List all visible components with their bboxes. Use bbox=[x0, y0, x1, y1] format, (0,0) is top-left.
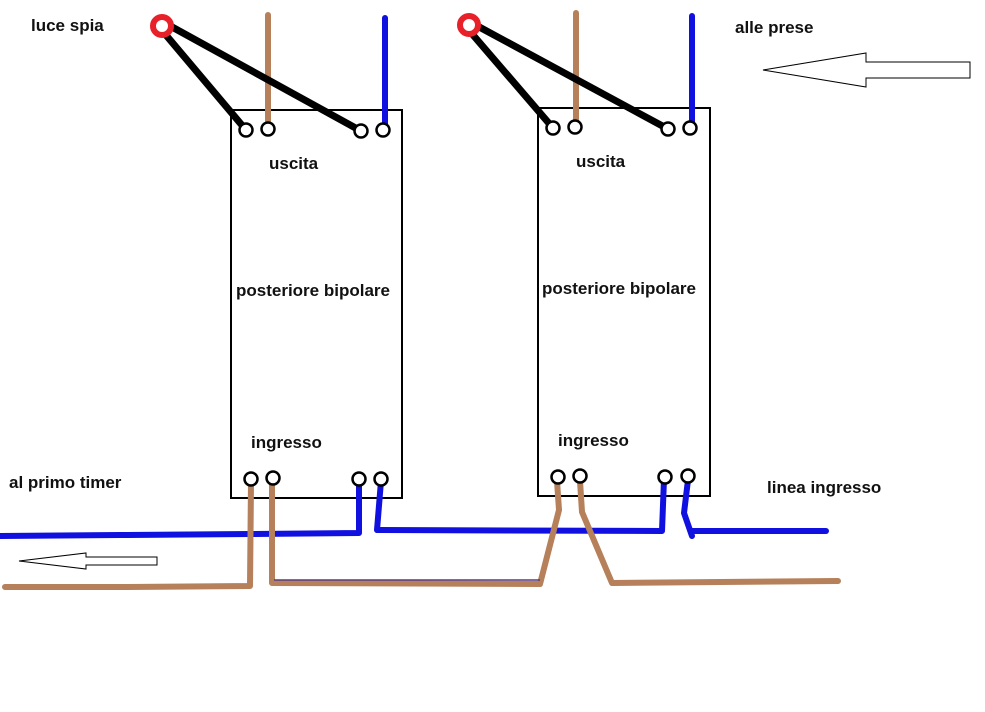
black-wire bbox=[156, 24, 250, 134]
brown-wire-bridge bbox=[269, 478, 562, 587]
pilot-light-1 bbox=[150, 14, 174, 38]
switch-1-input-terminals bbox=[243, 470, 389, 487]
to-first-timer-label: al primo timer bbox=[9, 473, 122, 492]
switch-1-output-label: uscita bbox=[269, 154, 319, 173]
terminal bbox=[682, 120, 698, 136]
switch-2-body-label: posteriore bipolare bbox=[542, 279, 696, 298]
terminal bbox=[373, 471, 389, 487]
terminal bbox=[243, 471, 259, 487]
pilot-light-2-wires bbox=[463, 18, 672, 133]
bottom-brown-wires bbox=[2, 478, 841, 590]
terminal bbox=[660, 121, 676, 137]
terminal bbox=[238, 122, 254, 138]
switch-box-2 bbox=[537, 107, 711, 497]
arrow-left-outlets bbox=[762, 52, 971, 88]
switch-2-input-terminals bbox=[550, 468, 696, 485]
switch-1-body-label: posteriore bipolare bbox=[236, 281, 390, 300]
terminal bbox=[353, 123, 369, 139]
switch-1-input-label: ingresso bbox=[251, 433, 322, 452]
terminal bbox=[545, 120, 561, 136]
switch-2-output-terminals bbox=[545, 119, 698, 137]
black-wire bbox=[463, 24, 557, 132]
switch-2-input-label: ingresso bbox=[558, 431, 629, 450]
terminal bbox=[260, 121, 276, 137]
switch-box-1 bbox=[230, 109, 403, 499]
black-wire bbox=[159, 18, 365, 135]
input-line-label: linea ingresso bbox=[767, 478, 881, 497]
pilot-light-1-wires bbox=[156, 18, 365, 135]
terminal bbox=[375, 122, 391, 138]
switch-2-output-label: uscita bbox=[576, 152, 626, 171]
brown-wire-to-first-timer bbox=[2, 479, 254, 590]
terminal bbox=[680, 468, 696, 484]
blue-wire-input-line bbox=[681, 477, 695, 539]
pilot-light-2 bbox=[457, 13, 481, 37]
black-wire bbox=[466, 18, 672, 133]
terminal bbox=[265, 470, 281, 486]
to-outlets-label: alle prese bbox=[735, 18, 813, 37]
terminal bbox=[572, 468, 588, 484]
switch-2-top-wires bbox=[573, 10, 695, 128]
terminal bbox=[351, 471, 367, 487]
terminal bbox=[567, 119, 583, 135]
switch-1-top-wires bbox=[265, 12, 388, 130]
arrow-left-first-timer bbox=[18, 552, 158, 570]
blue-wire-bridge bbox=[374, 476, 667, 534]
terminal bbox=[657, 469, 673, 485]
terminal bbox=[550, 469, 566, 485]
brown-wire-input-line bbox=[577, 478, 841, 586]
switch-1-output-terminals bbox=[238, 121, 391, 139]
pilot-light-label: luce spia bbox=[31, 16, 104, 35]
